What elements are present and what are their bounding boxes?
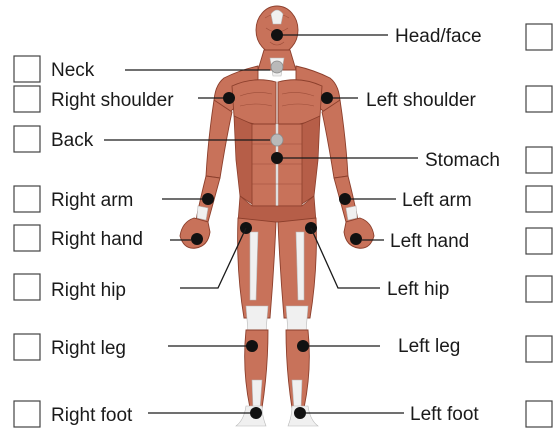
marker-left-hand — [350, 233, 362, 245]
checkbox-back[interactable] — [14, 126, 40, 152]
label-right-hip: Right hip — [51, 280, 126, 301]
label-neck: Neck — [51, 60, 95, 81]
label-back: Back — [51, 130, 94, 151]
label-right-foot: Right foot — [51, 405, 133, 426]
marker-back — [271, 134, 283, 146]
label-head-face: Head/face — [395, 26, 482, 47]
checkbox-left-arm[interactable] — [526, 186, 552, 212]
marker-left-arm — [339, 193, 351, 205]
label-stomach: Stomach — [425, 150, 500, 171]
checkbox-stomach[interactable] — [526, 147, 552, 173]
checkbox-left-hip[interactable] — [526, 276, 552, 302]
label-left-arm: Left arm — [402, 190, 472, 211]
label-left-shoulder: Left shoulder — [366, 90, 477, 111]
label-left-leg: Left leg — [398, 336, 460, 357]
marker-left-shoulder — [321, 92, 333, 104]
marker-right-shoulder — [223, 92, 235, 104]
marker-right-leg — [246, 340, 258, 352]
label-left-hand: Left hand — [390, 231, 469, 252]
checkbox-right-foot[interactable] — [14, 401, 40, 427]
checkbox-right-leg[interactable] — [14, 334, 40, 360]
checkbox-head-face[interactable] — [526, 24, 552, 50]
checkbox-left-foot[interactable] — [526, 401, 552, 427]
checkbox-left-shoulder[interactable] — [526, 86, 552, 112]
label-left-hip: Left hip — [387, 279, 449, 300]
left-checklist: Neck Right shoulder Back Right arm Right… — [14, 56, 174, 427]
marker-neck — [271, 61, 283, 73]
checkbox-right-shoulder[interactable] — [14, 86, 40, 112]
marker-left-leg — [297, 340, 309, 352]
marker-stomach — [271, 152, 283, 164]
marker-left-foot — [294, 407, 306, 419]
right-checklist: Head/face Left shoulder Stomach Left arm… — [366, 24, 552, 427]
checkbox-right-hand[interactable] — [14, 225, 40, 251]
label-right-leg: Right leg — [51, 338, 126, 359]
label-right-shoulder: Right shoulder — [51, 90, 174, 111]
checkbox-neck[interactable] — [14, 56, 40, 82]
marker-head-face — [271, 29, 283, 41]
marker-right-arm — [202, 193, 214, 205]
label-right-hand: Right hand — [51, 229, 143, 250]
label-right-arm: Right arm — [51, 190, 133, 211]
checkbox-right-hip[interactable] — [14, 274, 40, 300]
label-left-foot: Left foot — [410, 404, 479, 425]
marker-right-hand — [191, 233, 203, 245]
checkbox-left-leg[interactable] — [526, 336, 552, 362]
marker-right-foot — [250, 407, 262, 419]
checkbox-right-arm[interactable] — [14, 186, 40, 212]
checkbox-left-hand[interactable] — [526, 228, 552, 254]
